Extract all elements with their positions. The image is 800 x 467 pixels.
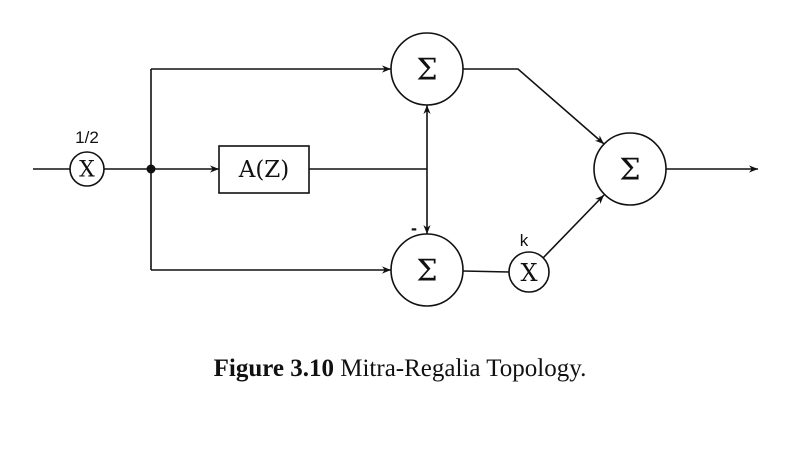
gain-k-label: k	[520, 231, 529, 250]
bottom-sum-to-k-wire	[462, 270, 510, 273]
gain-k-multiplier: X k	[508, 231, 550, 293]
multiply-symbol: X	[520, 259, 537, 287]
allpass-box	[218, 145, 310, 194]
bottom-sum-circle	[390, 233, 464, 307]
multiply-symbol: X	[79, 158, 95, 183]
allpass-block: A(Z)	[218, 145, 310, 194]
input-gain-multiplier: X 1/2	[69, 128, 105, 187]
top-summer: Σ	[390, 32, 464, 106]
figure-title: Mitra-Regalia Topology.	[340, 355, 587, 382]
input-gain-label: 1/2	[75, 128, 99, 147]
bottom-summer: Σ -	[390, 218, 464, 307]
output-summer: Σ	[593, 132, 667, 206]
figure-number: Figure 3.10	[213, 355, 334, 382]
sigma-symbol: Σ	[416, 254, 437, 289]
gain-k-circle	[508, 251, 550, 293]
sigma-symbol: Σ	[619, 153, 640, 188]
minus-sign-label: -	[411, 218, 417, 238]
k-to-output-wire	[542, 194, 605, 259]
top-sum-to-output-wire	[463, 68, 605, 145]
figure-caption: Figure 3.10 Mitra-Regalia Topology.	[0, 355, 800, 383]
allpass-label: A(Z)	[238, 157, 290, 183]
sigma-symbol: Σ	[416, 53, 437, 88]
